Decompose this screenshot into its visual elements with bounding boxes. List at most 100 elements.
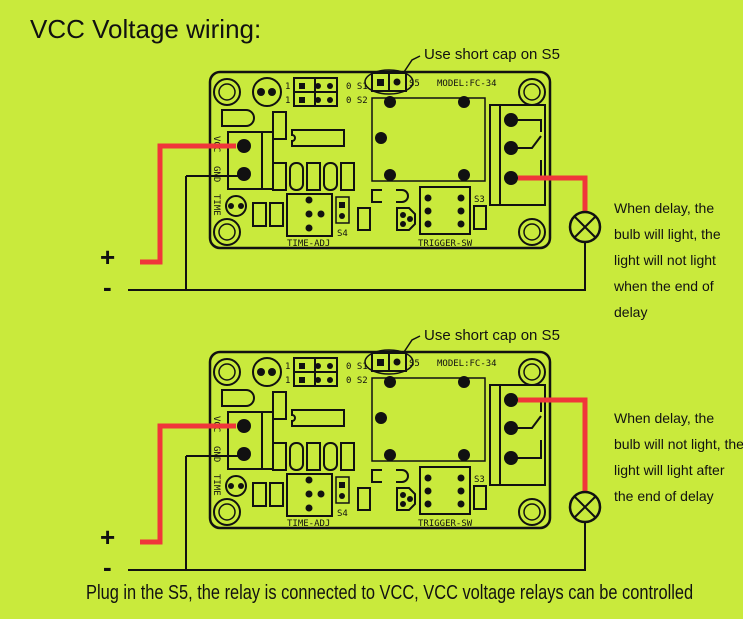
capacitor-smd [357,487,371,511]
power-terminal-block [227,131,274,190]
resistor-row [306,162,321,191]
label-s1: 0 S1 [346,362,368,372]
label-time: TIME [211,194,221,216]
relay-body [371,377,486,462]
trigger-pin [424,194,432,202]
description-1: When delay, the bulb will light, the lig… [614,200,721,320]
capacitor-pin [257,368,265,376]
pin [327,83,333,89]
resistor-row [340,162,355,191]
mounting-hole-inner [218,83,236,101]
square-pin [299,377,305,383]
transistor-pin [400,501,406,507]
label-s4: S4 [337,229,348,239]
mounting-hole-inner [523,503,541,521]
label-s4: S4 [337,509,348,519]
s5-square-pin [377,79,384,86]
terminal-screw-gnd [237,167,251,181]
page-title: VCC Voltage wiring: [30,14,262,44]
negative-wire [128,522,586,571]
mounting-hole-inner [218,363,236,381]
label-trigger-sw: TRIGGER-SW [418,239,473,249]
diode-2 [371,189,409,203]
square-pin [299,97,305,103]
resistor-row [289,442,304,471]
minus-label-1: - [103,272,112,302]
relay-terminal-block [489,384,546,486]
relay-terminal-block [489,104,546,206]
transistor-pin [400,492,406,498]
transistor [396,487,416,511]
square-pin [299,363,305,369]
capacitor-smd [357,207,371,231]
label-trigger-sw: TRIGGER-SW [418,519,473,529]
trigger-pin [457,474,465,482]
resistor-row [323,162,338,191]
relay-pin [384,376,396,388]
trigger-switch [419,466,471,515]
relay-contact-line [511,415,542,429]
label-time-adj: TIME-ADJ [287,239,330,249]
resistor-row [272,162,287,191]
positive-wire-red [140,423,236,545]
mounting-hole [518,498,546,526]
terminal-screw-vcc [237,419,251,433]
diode-2 [371,469,409,483]
label-1a: 1 [285,362,290,372]
mounting-hole-inner [523,223,541,241]
plus-label-1: + [100,242,116,272]
label-s2: 0 S2 [346,96,368,106]
power-terminal-block [227,411,274,470]
trigger-pin [457,487,465,495]
label-gnd: GND [211,446,221,462]
mounting-hole-inner [523,83,541,101]
label-1b: 1 [285,376,290,386]
trigger-pin [424,500,432,508]
relay-contact-line [511,119,542,132]
capacitor-pin [268,368,276,376]
transistor [396,207,416,231]
relay-pin [458,96,470,108]
trigger-pin [457,220,465,228]
pot-pin [305,224,313,232]
resistor [272,391,287,420]
resistor [272,111,287,140]
trigger-pin [424,220,432,228]
transistor-pin [400,212,406,218]
jumper-s4 [335,476,350,504]
s4-pin [339,493,345,499]
relay-contact-line [511,440,542,459]
pot-pin [305,504,313,512]
positive-wire-red [140,143,236,265]
jumper-s4 [335,196,350,224]
trigger-pin [457,500,465,508]
footer-caption: Plug in the S5, the relay is connected t… [86,582,694,604]
relay-pin [458,169,470,181]
s4-square-pin [339,482,345,488]
mounting-hole-inner [218,223,236,241]
s4-square-pin [339,202,345,208]
pot-pin [317,490,325,498]
label-s3: S3 [474,475,485,485]
pin [315,363,321,369]
capacitor-smd [473,205,487,230]
pin [327,97,333,103]
s5-pin [393,358,401,366]
capacitor [252,357,282,387]
relay-pin [458,376,470,388]
capacitor [252,77,282,107]
capacitor-smd [252,482,267,507]
trigger-pin [457,207,465,215]
pin [315,377,321,383]
ic-chip [291,409,345,427]
description-2: When delay, the bulb will not light, the… [614,410,743,504]
relay-pin [375,132,387,144]
mounting-hole [518,78,546,106]
relay-pin [375,412,387,424]
diode [221,109,255,127]
pin [327,363,333,369]
square-pin [299,83,305,89]
